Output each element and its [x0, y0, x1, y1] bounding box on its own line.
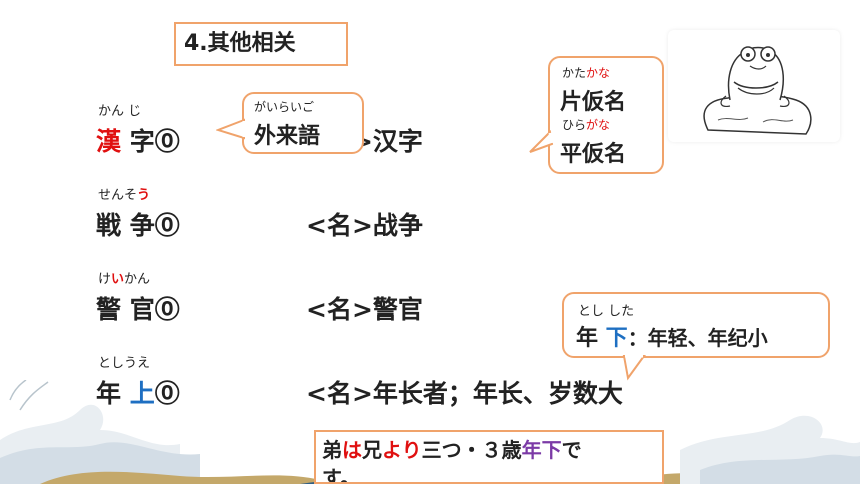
- hiragana-ruby-a: ひら: [562, 118, 587, 132]
- katakana-ruby-a: かた: [562, 66, 587, 80]
- frog-illustration: [668, 30, 840, 142]
- example-p3: 兄: [362, 438, 382, 462]
- hiragana-ruby: ひらがな: [562, 116, 610, 133]
- entry-1-word-kanji-1: 漢: [96, 127, 122, 156]
- entry-3-meaning: <名>警官: [306, 295, 423, 324]
- katakana-ruby-b: かな: [586, 66, 611, 80]
- toshishita-ruby: とし した: [578, 304, 635, 319]
- entry-4-word-a: 年: [96, 379, 130, 408]
- kana-callout-tail: [529, 130, 554, 153]
- example-p5: 三つ・３歳: [421, 438, 522, 462]
- frog-sitting-on-rock-icon: [703, 46, 812, 135]
- katakana-word: 片仮名: [560, 90, 627, 115]
- example-p1: 弟: [322, 438, 342, 462]
- entry-1-word-kanji-2: 字⓪: [121, 127, 180, 156]
- gairaigo-callout: がいらいご 外来語: [242, 92, 364, 154]
- example-p8: す。: [322, 466, 360, 484]
- section-title: 4.其他相关: [174, 22, 348, 66]
- entry-3-ruby-a: け: [98, 272, 112, 287]
- katakana-ruby: かたかな: [562, 64, 610, 81]
- kana-callout: かたかな 片仮名 ひらがな 平仮名: [548, 56, 664, 174]
- gairaigo-text: 外来語: [254, 124, 321, 149]
- toshishita-word-a: 年: [576, 326, 606, 351]
- toshishita-callout: とし した 年 下：年轻、年纪小: [562, 292, 830, 358]
- entry-3-ruby-b: い: [111, 272, 125, 287]
- entry-3-word: 警 官⓪: [96, 295, 180, 324]
- entry-4-ruby: としうえ: [98, 356, 151, 371]
- entry-1-word: 漢 字⓪: [96, 122, 180, 158]
- gairaigo-ruby: がいらいご: [254, 100, 315, 114]
- hiragana-word: 平仮名: [560, 142, 627, 167]
- example-p6: 年下: [521, 438, 562, 462]
- gairaigo-callout-tail: [216, 118, 246, 140]
- entry-3-ruby: けいかん: [98, 268, 150, 287]
- example-p7: で: [561, 438, 582, 462]
- entry-2-ruby: せんそう: [98, 184, 150, 203]
- entry-4-word: 年 上⓪: [96, 374, 180, 410]
- toshishita-meaning: ：年轻、年纪小: [627, 326, 768, 350]
- entry-4-word-c: ⓪: [154, 379, 180, 408]
- entry-2-ruby-b: う: [137, 188, 151, 203]
- example-p2: は: [342, 438, 362, 462]
- entry-2-ruby-a: せんそ: [98, 188, 138, 203]
- entry-1-ruby: かん じ: [98, 104, 142, 119]
- entry-4-word-b: 上: [129, 379, 155, 408]
- example-p4: より: [382, 438, 422, 462]
- entry-4-meaning: <名>年长者；年长、岁数大: [306, 379, 623, 408]
- toshishita-callout-tail: [622, 354, 646, 381]
- toshishita-word-b: 下: [605, 326, 628, 351]
- entry-2-word: 戦 争⓪: [96, 211, 180, 240]
- entry-3-ruby-c: かん: [124, 272, 151, 287]
- toshishita-line: 年 下：年轻、年纪小: [576, 320, 768, 352]
- entry-2-meaning: <名>战争: [306, 211, 423, 240]
- example-sentence: 弟は兄より三つ・３歳年下です。: [314, 430, 664, 484]
- hiragana-ruby-b: がな: [586, 118, 611, 132]
